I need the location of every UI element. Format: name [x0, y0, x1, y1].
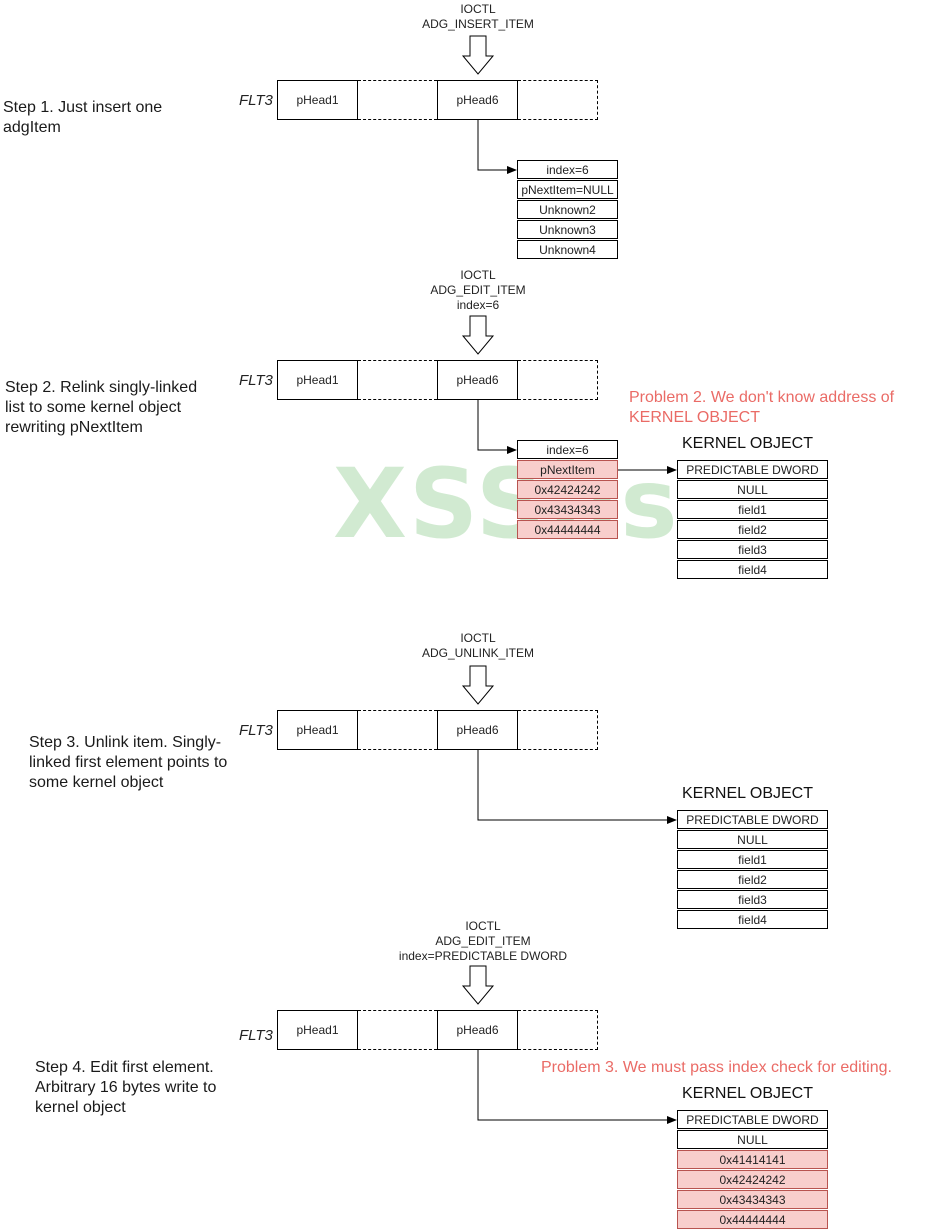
kernel-object-title: KERNEL OBJECT	[682, 435, 813, 452]
item-field: Unknown3	[517, 220, 618, 239]
item-field: pNextItem=NULL	[517, 180, 618, 199]
link-connector	[477, 1050, 677, 1124]
item-field-overwritten: pNextItem	[517, 460, 618, 479]
item-field: index=6	[517, 160, 618, 179]
kernel-field: field1	[677, 850, 828, 869]
kernel-field: field1	[677, 500, 828, 519]
head-cell-empty	[358, 360, 437, 400]
down-arrow-icon	[461, 315, 495, 355]
head-cell: pHead1	[277, 80, 358, 120]
problem-note: Problem 2. We don't know address of KERN…	[629, 389, 895, 426]
kernel-field: PREDICTABLE DWORD	[677, 460, 828, 479]
watermark: XSS.is	[333, 448, 680, 560]
item-field: Unknown2	[517, 200, 618, 219]
head-cell-empty	[358, 710, 437, 750]
item-field-overwritten: 0x44444444	[517, 520, 618, 539]
link-connector	[477, 750, 677, 824]
step-description: Step 4. Edit first element. Arbitrary 16…	[35, 1059, 217, 1116]
head-cell: pHead6	[437, 360, 518, 400]
kernel-field: field3	[677, 890, 828, 909]
head-cell-empty	[518, 1010, 598, 1050]
kernel-field: NULL	[677, 830, 828, 849]
down-arrow-icon	[461, 965, 495, 1005]
item-field-overwritten: 0x43434343	[517, 500, 618, 519]
step-description: Step 1. Just insert one adgItem	[3, 99, 163, 136]
head-cell: pHead1	[277, 1010, 358, 1050]
flt-label: FLT3	[239, 372, 273, 389]
head-cell: pHead1	[277, 360, 358, 400]
head-cell-empty	[518, 360, 598, 400]
item-field: index=6	[517, 440, 618, 459]
kernel-field: field2	[677, 520, 828, 539]
kernel-object-title: KERNEL OBJECT	[682, 785, 813, 802]
kernel-field: NULL	[677, 480, 828, 499]
kernel-field: PREDICTABLE DWORD	[677, 1110, 828, 1129]
kernel-object-title: KERNEL OBJECT	[682, 1085, 813, 1102]
kernel-field: field3	[677, 540, 828, 559]
problem-note: Problem 3. We must pass index check for …	[541, 1059, 892, 1076]
flt-label: FLT3	[239, 1027, 273, 1044]
down-arrow-icon	[461, 35, 495, 75]
ioctl-label: IOCTL ADG_EDIT_ITEM index=PREDICTABLE DW…	[398, 919, 568, 963]
kernel-field: NULL	[677, 1130, 828, 1149]
link-connector	[477, 120, 517, 174]
head-cell-empty	[358, 1010, 437, 1050]
kernel-field-overwritten: 0x41414141	[677, 1150, 828, 1169]
kernel-field-overwritten: 0x42424242	[677, 1170, 828, 1189]
head-cell: pHead6	[437, 80, 518, 120]
step-description: Step 2. Relink singly-linked list to som…	[5, 379, 198, 436]
head-cell-empty	[358, 80, 437, 120]
step-description: Step 3. Unlink item. Singly- linked firs…	[29, 734, 228, 791]
down-arrow-icon	[461, 665, 495, 705]
link-connector	[477, 400, 517, 454]
flt-label: FLT3	[239, 722, 273, 739]
head-cell-empty	[518, 80, 598, 120]
head-cell-empty	[518, 710, 598, 750]
ioctl-label: IOCTL ADG_UNLINK_ITEM	[421, 631, 535, 660]
head-cell: pHead1	[277, 710, 358, 750]
kernel-field: field2	[677, 870, 828, 889]
item-field-overwritten: 0x42424242	[517, 480, 618, 499]
head-cell: pHead6	[437, 710, 518, 750]
item-field: Unknown4	[517, 240, 618, 259]
kernel-field: field4	[677, 910, 828, 929]
ioctl-label: IOCTL ADG_EDIT_ITEM index=6	[430, 268, 526, 312]
kernel-field: field4	[677, 560, 828, 579]
kernel-field-overwritten: 0x43434343	[677, 1190, 828, 1209]
flt-label: FLT3	[239, 92, 273, 109]
ioctl-label: IOCTL ADG_INSERT_ITEM	[422, 2, 534, 31]
head-cell: pHead6	[437, 1010, 518, 1050]
kernel-field-overwritten: 0x44444444	[677, 1210, 828, 1229]
kernel-field: PREDICTABLE DWORD	[677, 810, 828, 829]
